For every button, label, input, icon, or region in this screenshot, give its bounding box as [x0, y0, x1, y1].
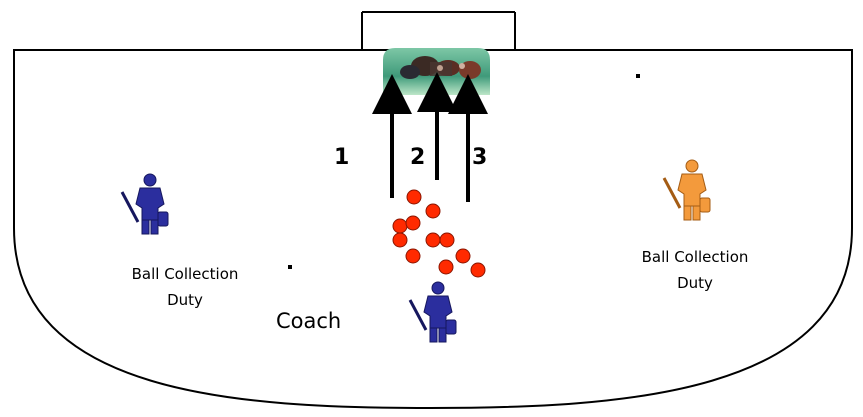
right-duty-label: Ball Collection Duty — [620, 244, 770, 296]
ball-icon — [406, 189, 422, 205]
goalkeeper-icon — [662, 159, 711, 221]
goalkeeper-icon — [408, 281, 457, 343]
goal-net-photo — [383, 48, 490, 95]
ball-icon — [392, 218, 408, 234]
right-duty-line1: Ball Collection — [641, 248, 749, 266]
ball-icon — [438, 259, 454, 275]
ball-icon — [425, 232, 441, 248]
ball-pile — [392, 189, 486, 278]
right-duty-line2: Duty — [677, 274, 713, 292]
left-duty-line1: Ball Collection — [131, 265, 239, 283]
ball-icon — [405, 215, 421, 231]
ball-icon — [425, 203, 441, 219]
left-duty-label: Ball Collection Duty — [110, 261, 260, 313]
goalkeeper-icon — [120, 173, 169, 235]
ball-icon — [405, 248, 421, 264]
marker-dot — [288, 265, 292, 269]
goal — [361, 11, 516, 50]
shooting-circle — [13, 49, 853, 410]
ball-icon — [392, 232, 408, 248]
ball-icon — [470, 262, 486, 278]
shot-number-3: 3 — [472, 145, 488, 170]
shot-arrows — [372, 72, 488, 202]
shot-number-1: 1 — [334, 145, 350, 170]
shot-number-2: 2 — [410, 145, 426, 170]
ball-icon — [455, 248, 471, 264]
ball-icon — [439, 232, 455, 248]
coach-label: Coach — [276, 309, 342, 333]
marker-dot — [636, 74, 640, 78]
left-duty-line2: Duty — [167, 291, 203, 309]
